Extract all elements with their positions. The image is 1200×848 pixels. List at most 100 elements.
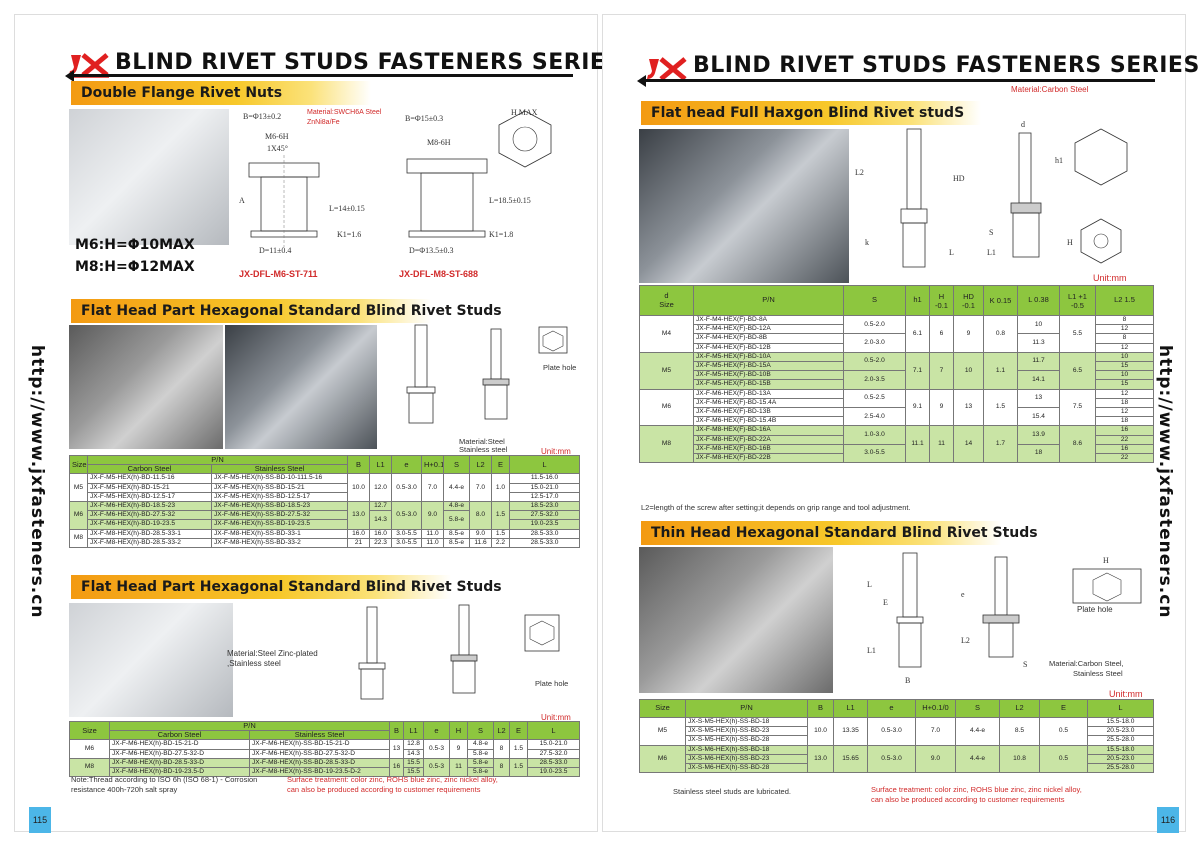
cell-pn: JX-F-M8-HEX(F)-BD-22A: [693, 434, 844, 445]
cell-ee: 1.0: [491, 473, 511, 503]
dim-b-m8: B=Φ15±0.3: [405, 114, 443, 123]
left-page: BLIND RIVET STUDS FASTENERS SERIES http:…: [14, 14, 621, 833]
th-s: S: [843, 285, 906, 316]
table-row: M6 JX-F-M6-HEX(h)-BD-18.5-23 JX-F-M6-HEX…: [69, 501, 581, 530]
cell-pn-carbon: JX-F-M6-HEX(h)-BD-15-21-D: [109, 739, 250, 750]
series-title: BLIND RIVET STUDS FASTENERS SERIES: [115, 50, 622, 75]
dim-s: S: [1023, 660, 1027, 669]
l2-note: L2=length of the screw after setting;it …: [641, 503, 911, 512]
th-pn: P/N: [685, 699, 808, 718]
th-stainless: Stainless Steel: [210, 464, 349, 475]
cell-l: 15.0-21.0: [509, 482, 581, 493]
heading-flat-head-hex-1: Flat Head Part Hexagonal Standard Blind …: [71, 299, 502, 323]
cell-e: 3.0-5.5: [391, 537, 423, 549]
th-pn: P/N: [108, 720, 391, 732]
cell-pn: JX-F-M4-HEX(F)-BD-12A: [693, 324, 844, 335]
table-row: JX-F-M6-HEX(h)-BD-27.5-32-D JX-F-M6-HEX(…: [70, 748, 581, 759]
table-row: JX-F-M6-HEX(h)-BD-27.5-32 JX-F-M6-HEX(h)…: [70, 510, 581, 530]
cell-e: 0.5-3.0: [391, 501, 423, 530]
cell-l1: 12.8: [403, 739, 425, 750]
cell-pn-stainless: JX-F-M6-HEX(h)-SS-BD-27.5-32: [210, 510, 349, 521]
cell-pn-stainless: JX-F-M6-HEX(h)-SS-BD-19-23.5: [210, 519, 349, 530]
cell-h: 9: [449, 739, 469, 759]
surface-note-right-1: Surface treatment: color zinc, ROHS blue…: [871, 785, 1082, 794]
cell-l2: 8: [1095, 333, 1154, 344]
cell-pn: JX-S-M5-HEX(h)-SS-BD-28: [685, 735, 808, 746]
th-e: e: [423, 720, 451, 741]
cell-b: 21: [347, 537, 371, 549]
surface-note-left-2: can also be produced according to custom…: [287, 785, 481, 794]
cell-b: 13: [389, 739, 405, 759]
unit-fhfh: Unit:mm: [1093, 273, 1127, 283]
cell-l2: 9.0: [469, 528, 493, 539]
cell-l1: 5.5: [1059, 315, 1096, 353]
lubricated-note: Stainless steel studs are lubricated.: [673, 787, 791, 796]
cell-h1: 9.1: [905, 388, 930, 427]
cell-h: 9.0: [915, 744, 956, 774]
cell-ee: 0.5: [1039, 744, 1088, 774]
cell-l1: 16.0: [369, 528, 393, 539]
cell-pn-stainless: JX-F-M8-HEX(h)-SS-BD-19-23.5-D-2: [248, 767, 391, 778]
dim-l-m8: L=18.5±0.15: [489, 196, 531, 205]
cell-l2: 12: [1095, 407, 1154, 418]
cell-pn-stainless: JX-F-M8-HEX(h)-SS-BD-28.5-33-D: [248, 757, 391, 769]
cell-l2: 10.8: [999, 744, 1040, 774]
cell-pn: JX-F-M4-HEX(F)-BD-8A: [693, 314, 844, 326]
th-ee: E: [1039, 699, 1088, 718]
cell-s: 0.5-2.5: [843, 388, 906, 409]
cell-s: 5.8-e: [443, 510, 471, 530]
cell-l2: 8: [493, 757, 511, 778]
cell-l: 11.5-16.0: [509, 473, 581, 484]
cell-size: M6: [639, 388, 694, 427]
cell-size: M8: [69, 757, 110, 778]
cell-l1: 6.5: [1059, 351, 1096, 390]
product-photo-thin-head: [639, 547, 833, 693]
cell-l2: 8.0: [469, 501, 493, 530]
dim-s: S: [989, 228, 993, 237]
th-l2: L2: [999, 699, 1040, 718]
cell-s: 5.8-e: [467, 757, 495, 769]
cell-size: M6: [69, 501, 88, 530]
cell-s: 4.4-e: [955, 744, 1000, 774]
material-dfrn-2: ZnNi8a/Fe: [307, 119, 340, 126]
material-fhfh: Material:Carbon Steel: [1011, 85, 1089, 94]
table-row: M8 JX-F-M8-HEX(h)-BD-28.5-33-D JX-F-M8-H…: [69, 757, 581, 778]
cell-s: 8.5-e: [443, 528, 471, 539]
cell-pn-stainless: JX-F-M8-HEX(h)-SS-BD-33-2: [210, 537, 349, 549]
cell-h1: 7.1: [905, 351, 930, 390]
cell-pn: JX-S-M5-HEX(h)-SS-BD-23: [685, 726, 808, 737]
cell-pn-carbon: JX-F-M8-HEX(h)-BD-28.5-33-2: [87, 537, 212, 549]
surface-note-right-2: can also be produced according to custom…: [871, 795, 1065, 804]
cell-pn-carbon: JX-F-M6-HEX(h)-BD-27.5-32: [87, 510, 212, 521]
cell-pn: JX-F-M6-HEX(F)-BD-13B: [693, 407, 844, 418]
th-l2: L2: [493, 720, 511, 741]
cell-pn-carbon: JX-F-M5-HEX(h)-BD-11.5-16: [87, 473, 212, 484]
cell-b: 16: [389, 757, 405, 778]
dim-m-m8: M8-6H: [427, 138, 451, 147]
cell-l: 11.7: [1017, 351, 1060, 372]
sidebar-url: http://www.jxfasteners.cn: [27, 345, 47, 619]
cell-ee: 1.5: [509, 757, 529, 778]
plate-hole-label-3: Plate hole: [1077, 605, 1113, 614]
th-h: H+0.1/0: [915, 699, 956, 718]
cell-l: 12.5-17.0: [509, 491, 581, 503]
dim-e-lower: e: [961, 590, 965, 599]
cell-l: 28.5-33.0: [527, 757, 581, 769]
cell-l: 14.1: [1017, 370, 1060, 390]
cell-l: 15.4: [1017, 407, 1060, 427]
th-h1: h1: [905, 285, 930, 316]
cell-e: 0.5-3.0: [867, 717, 916, 746]
th-l: L: [1087, 699, 1154, 718]
heading-flat-head-full-hex: Flat head Full Haxgon Blind Rivet studS: [641, 101, 981, 125]
cell-pn: JX-F-M5-HEX(F)-BD-10A: [693, 351, 844, 363]
cell-pn-carbon: JX-F-M8-HEX(h)-BD-28.5-33-1: [87, 528, 212, 539]
th-k: K 0.15: [983, 285, 1018, 316]
cell-k: 0.8: [983, 315, 1018, 353]
th-h: H: [449, 720, 469, 741]
cell-pn-carbon: JX-F-M5-HEX(h)-BD-15-21: [87, 482, 212, 493]
